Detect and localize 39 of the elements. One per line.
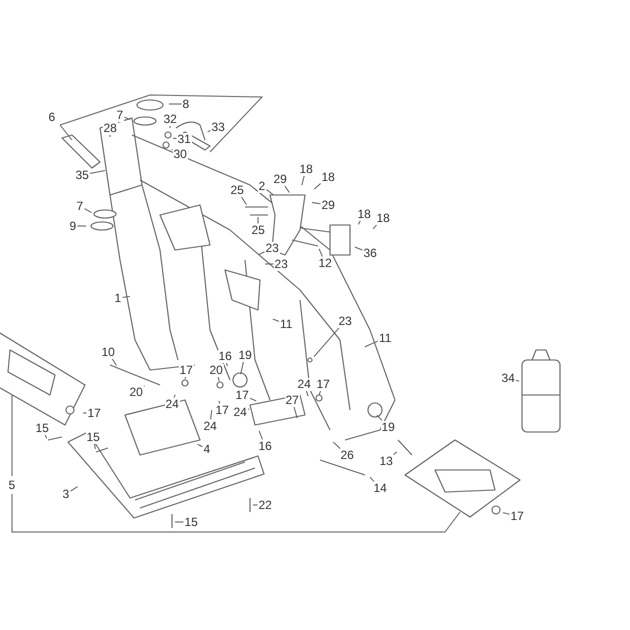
leader-line (258, 251, 265, 256)
leader-line (258, 430, 263, 440)
leader-line (393, 451, 398, 456)
leader-line (112, 358, 117, 366)
leader-line (210, 410, 212, 420)
leader-line (172, 138, 177, 139)
leader-line (354, 246, 363, 251)
leader-line (240, 196, 247, 205)
leader-line (252, 504, 258, 506)
leader-line (318, 248, 323, 257)
leader-line (332, 442, 341, 449)
leader-line (314, 183, 322, 190)
leader-line (502, 512, 510, 515)
leader-line (122, 296, 130, 298)
callout-number: 6 (48, 110, 56, 124)
callout-number: 8 (182, 98, 190, 110)
leader-line (82, 412, 87, 414)
leader-line (314, 327, 340, 358)
leader-line (249, 398, 257, 402)
leader-line (266, 189, 274, 196)
leader-line (174, 394, 176, 398)
leader-line (84, 208, 92, 213)
leader-line (197, 444, 203, 448)
leader-line (218, 400, 220, 404)
leader-line (301, 175, 305, 186)
callout-number: 5 (8, 478, 16, 492)
leader-line (124, 116, 131, 120)
leader-line (44, 434, 48, 439)
leader-line (293, 406, 298, 419)
leader-line (376, 414, 382, 421)
leader-line (364, 340, 378, 348)
leader-line (284, 185, 290, 193)
leader-line (70, 486, 78, 492)
leader-line (207, 130, 211, 132)
leader-line (312, 202, 321, 204)
leader-line (370, 476, 374, 482)
leader-line (272, 318, 280, 322)
leader-line (89, 170, 106, 174)
leader-line (240, 361, 244, 375)
